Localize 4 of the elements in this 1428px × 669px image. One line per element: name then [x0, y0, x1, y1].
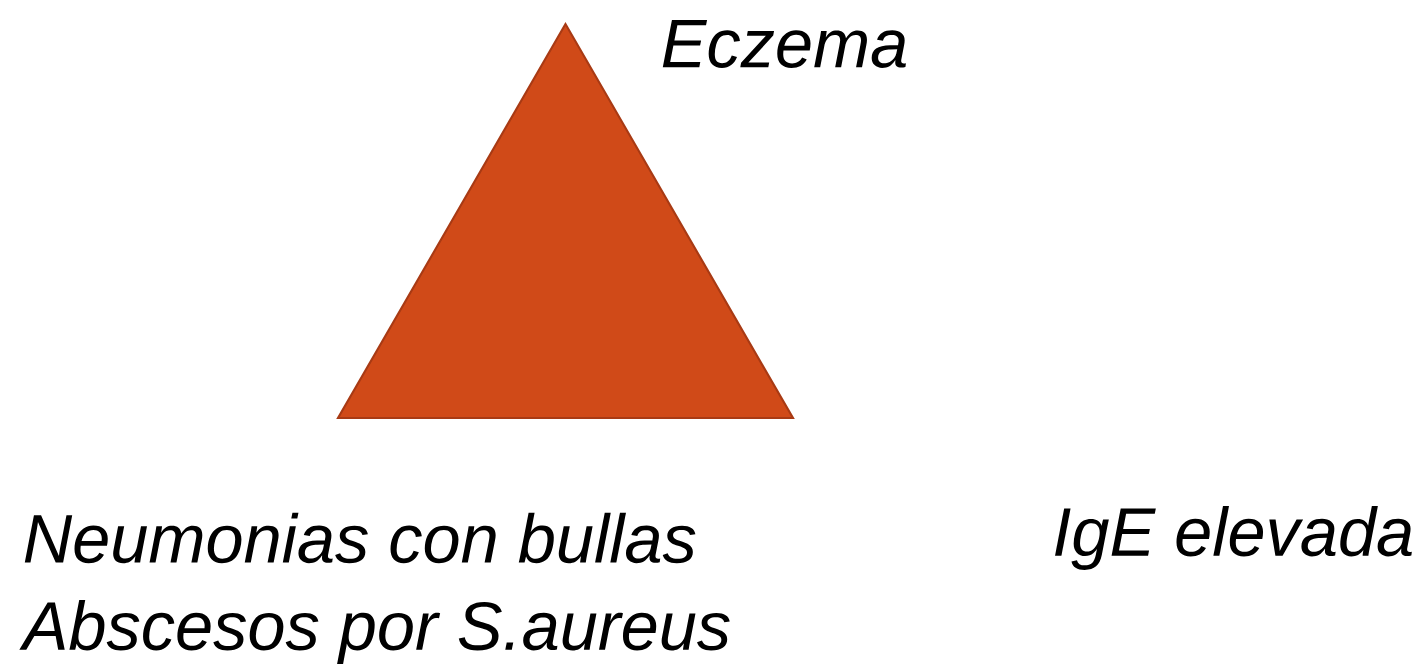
vertex-label: Eczema — [662, 20, 906, 68]
vertex-label: Neumonias con bullas — [24, 512, 696, 564]
vertex-label: Abscesos por S.aureus — [19, 600, 730, 664]
vertex-label: IgE elevada — [1055, 506, 1412, 570]
